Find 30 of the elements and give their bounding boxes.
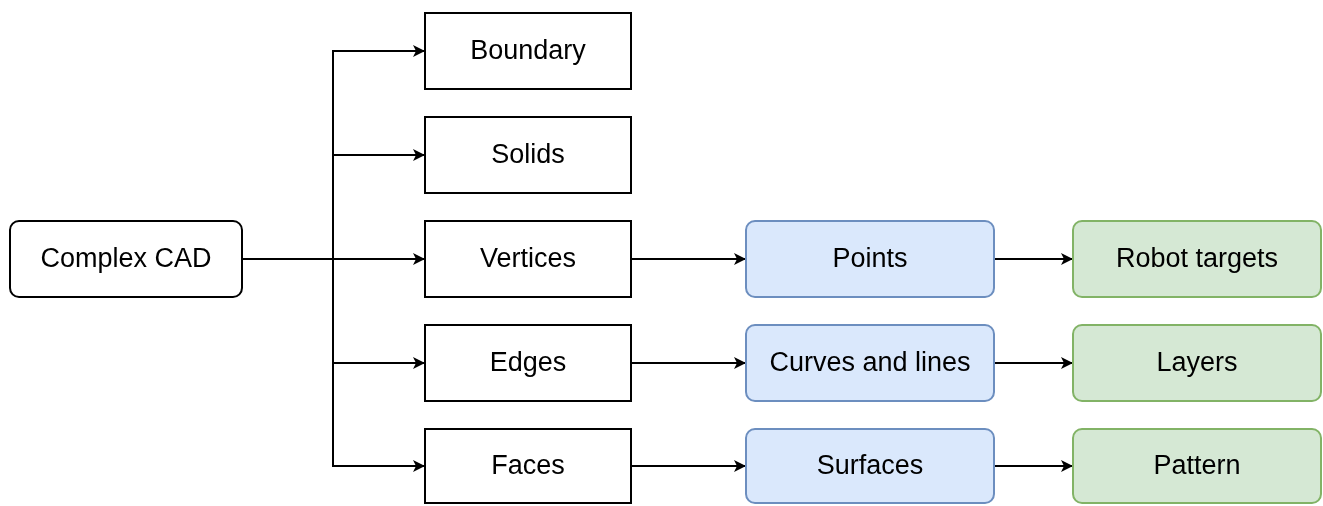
arrow: [994, 460, 1073, 472]
node-label: Robot targets: [1115, 243, 1279, 275]
process-box: [424, 220, 632, 298]
arrow: [631, 253, 746, 265]
process-box: [1072, 324, 1322, 402]
arrow: [994, 253, 1073, 265]
process-box: [1072, 428, 1322, 504]
node-label: Surfaces: [816, 450, 924, 482]
process-box: [745, 220, 995, 298]
source-box: [9, 220, 243, 298]
node-label: Vertices: [479, 243, 576, 275]
arrow: [631, 460, 746, 472]
node-label: Layers: [1156, 347, 1238, 379]
process-box: [1072, 220, 1322, 298]
process-box: [424, 116, 632, 194]
arrow: [631, 357, 746, 369]
node-label: Edges: [489, 347, 567, 379]
process-box: [424, 428, 632, 504]
node-label: Faces: [491, 450, 565, 482]
node-label: Boundary: [470, 35, 586, 67]
process-box: [745, 324, 995, 402]
process-box: [424, 12, 632, 90]
node-label: Pattern: [1153, 450, 1241, 482]
process-box: [745, 428, 995, 504]
node-label: Complex CAD: [40, 243, 212, 275]
node-label: Points: [832, 243, 908, 275]
node-label: Solids: [491, 139, 565, 171]
process-box: [424, 324, 632, 402]
node-label: Curves and lines: [769, 347, 971, 379]
arrow: [994, 357, 1073, 369]
